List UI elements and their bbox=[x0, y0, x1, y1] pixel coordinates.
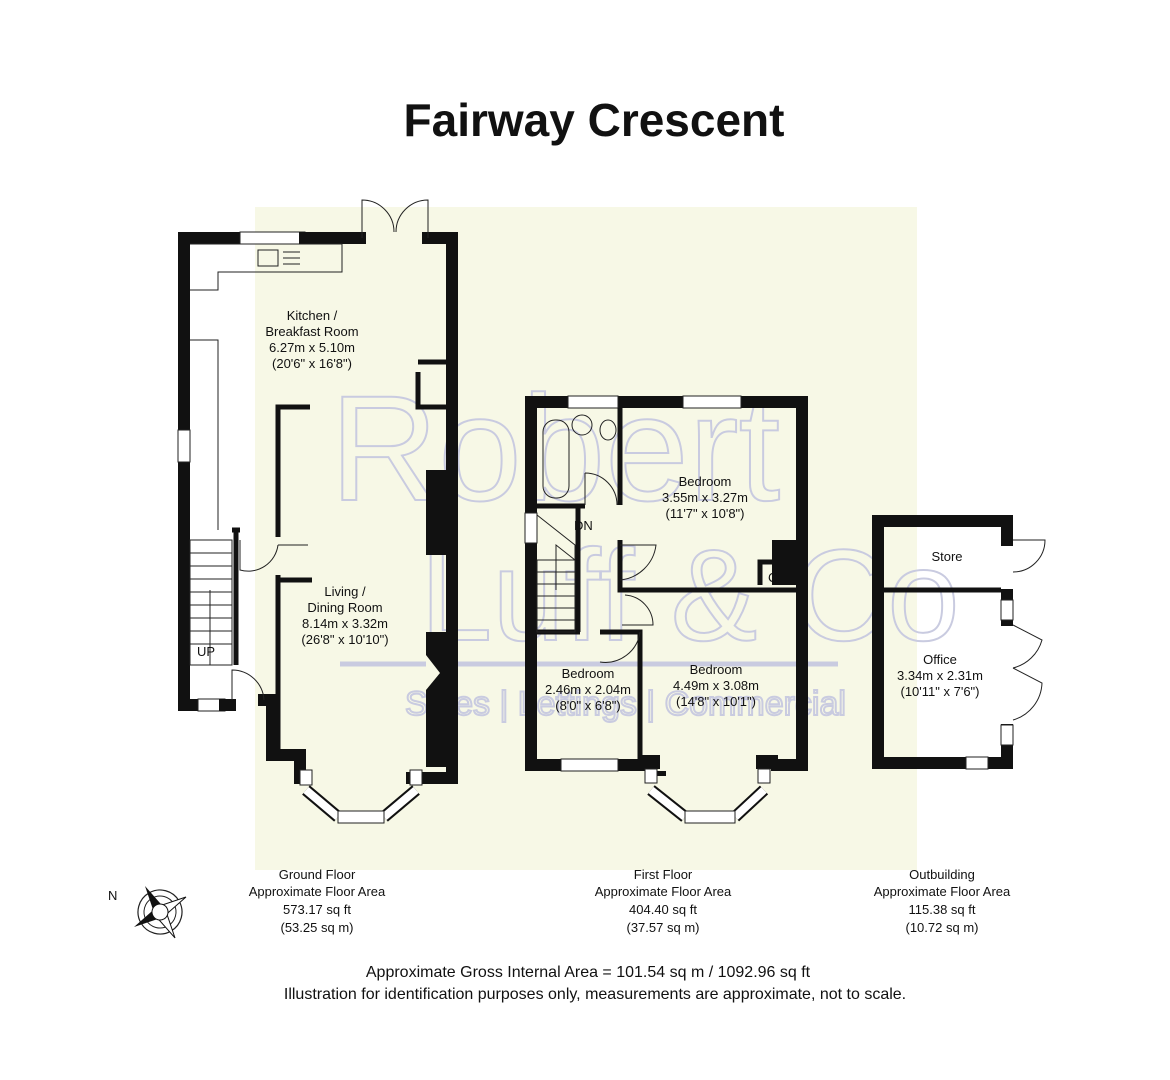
svg-text:Outbuilding: Outbuilding bbox=[909, 867, 975, 882]
svg-text:Bedroom: Bedroom bbox=[690, 662, 743, 677]
north-label: N bbox=[108, 888, 117, 903]
svg-text:(37.57 sq m): (37.57 sq m) bbox=[627, 920, 700, 935]
outbuilding-plan: Store Office 3.34m x 2.31m (10'11" x 7'6… bbox=[872, 515, 1046, 770]
svg-text:(14'8" x 10'1"): (14'8" x 10'1") bbox=[676, 694, 756, 709]
svg-text:Bedroom: Bedroom bbox=[679, 474, 732, 489]
svg-text:6.27m x 5.10m: 6.27m x 5.10m bbox=[269, 340, 355, 355]
svg-text:(26'8" x 10'10"): (26'8" x 10'10") bbox=[301, 632, 388, 647]
stairs-up bbox=[189, 539, 233, 666]
bay-window bbox=[638, 755, 778, 824]
gross-area: Approximate Gross Internal Area = 101.54… bbox=[366, 964, 811, 981]
stairs-down-label: DN bbox=[574, 518, 593, 533]
svg-text:Breakfast Room: Breakfast Room bbox=[265, 324, 358, 339]
svg-text:(53.25 sq m): (53.25 sq m) bbox=[281, 920, 354, 935]
svg-text:Living /: Living / bbox=[324, 584, 366, 599]
svg-text:4.49m x 3.08m: 4.49m x 3.08m bbox=[673, 678, 759, 693]
svg-text:2.46m x 2.04m: 2.46m x 2.04m bbox=[545, 682, 631, 697]
first-floor-caption: First Floor Approximate Floor Area 404.4… bbox=[595, 867, 732, 935]
bay-window bbox=[299, 769, 423, 824]
svg-text:3.55m x 3.27m: 3.55m x 3.27m bbox=[662, 490, 748, 505]
room-kitchen: Kitchen / Breakfast Room 6.27m x 5.10m (… bbox=[265, 308, 358, 371]
svg-text:8.14m x 3.32m: 8.14m x 3.32m bbox=[302, 616, 388, 631]
svg-text:115.38 sq ft: 115.38 sq ft bbox=[909, 902, 976, 917]
ground-floor-plan: UP Kitchen / Breakfast Room 6.27m x 5.10… bbox=[177, 199, 458, 824]
room-office: Office 3.34m x 2.31m (10'11" x 7'6") bbox=[897, 652, 983, 699]
svg-text:(20'6" x 16'8"): (20'6" x 16'8") bbox=[272, 356, 352, 371]
outbuilding-caption: Outbuilding Approximate Floor Area 115.3… bbox=[874, 867, 1011, 935]
bathroom-fixtures bbox=[542, 414, 617, 499]
room-bedroom-3: Bedroom 4.49m x 3.08m (14'8" x 10'1") bbox=[673, 662, 759, 709]
ground-floor-caption: Ground Floor Approximate Floor Area 573.… bbox=[249, 867, 386, 935]
room-bedroom-2: Bedroom 2.46m x 2.04m (8'0" x 6'8") bbox=[545, 666, 631, 713]
stairs-up-label: UP bbox=[197, 644, 215, 659]
first-floor-plan: C DN Bedroom 3.55m x 3.27m (11'7" x 10'8… bbox=[524, 395, 808, 824]
svg-text:Luff & Co: Luff & Co bbox=[420, 522, 960, 668]
disclaimer: Illustration for identification purposes… bbox=[284, 986, 906, 1003]
room-bedroom-1: Bedroom 3.55m x 3.27m (11'7" x 10'8") bbox=[662, 474, 748, 521]
svg-text:3.34m x 2.31m: 3.34m x 2.31m bbox=[897, 668, 983, 683]
svg-text:Office: Office bbox=[923, 652, 957, 667]
page-title: Fairway Crescent bbox=[404, 94, 785, 146]
svg-text:First Floor: First Floor bbox=[634, 867, 693, 882]
svg-text:Sales | Lettings | Commercial: Sales | Lettings | Commercial bbox=[405, 685, 846, 723]
svg-text:404.40 sq ft: 404.40 sq ft bbox=[629, 902, 697, 917]
svg-text:Approximate Floor Area: Approximate Floor Area bbox=[249, 884, 386, 899]
svg-text:Ground Floor: Ground Floor bbox=[279, 867, 356, 882]
svg-text:Approximate Floor Area: Approximate Floor Area bbox=[595, 884, 732, 899]
svg-text:Kitchen /: Kitchen / bbox=[287, 308, 338, 323]
compass-rose-icon bbox=[134, 886, 187, 939]
svg-text:(10'11" x 7'6"): (10'11" x 7'6") bbox=[901, 684, 980, 699]
room-living-dining: Living / Dining Room 8.14m x 3.32m (26'8… bbox=[301, 584, 388, 647]
svg-text:573.17 sq ft: 573.17 sq ft bbox=[283, 902, 351, 917]
watermark: Robert Luff & Co Sales | Lettings | Comm… bbox=[329, 363, 961, 724]
svg-text:Dining Room: Dining Room bbox=[307, 600, 382, 615]
svg-text:Bedroom: Bedroom bbox=[562, 666, 615, 681]
svg-text:(10.72 sq m): (10.72 sq m) bbox=[906, 920, 979, 935]
svg-text:Approximate Floor Area: Approximate Floor Area bbox=[874, 884, 1011, 899]
cupboard-label: C bbox=[768, 570, 777, 585]
room-store: Store bbox=[931, 549, 962, 564]
svg-text:(11'7" x 10'8"): (11'7" x 10'8") bbox=[666, 506, 745, 521]
svg-text:(8'0" x 6'8"): (8'0" x 6'8") bbox=[555, 698, 621, 713]
stairs-down bbox=[536, 514, 576, 633]
